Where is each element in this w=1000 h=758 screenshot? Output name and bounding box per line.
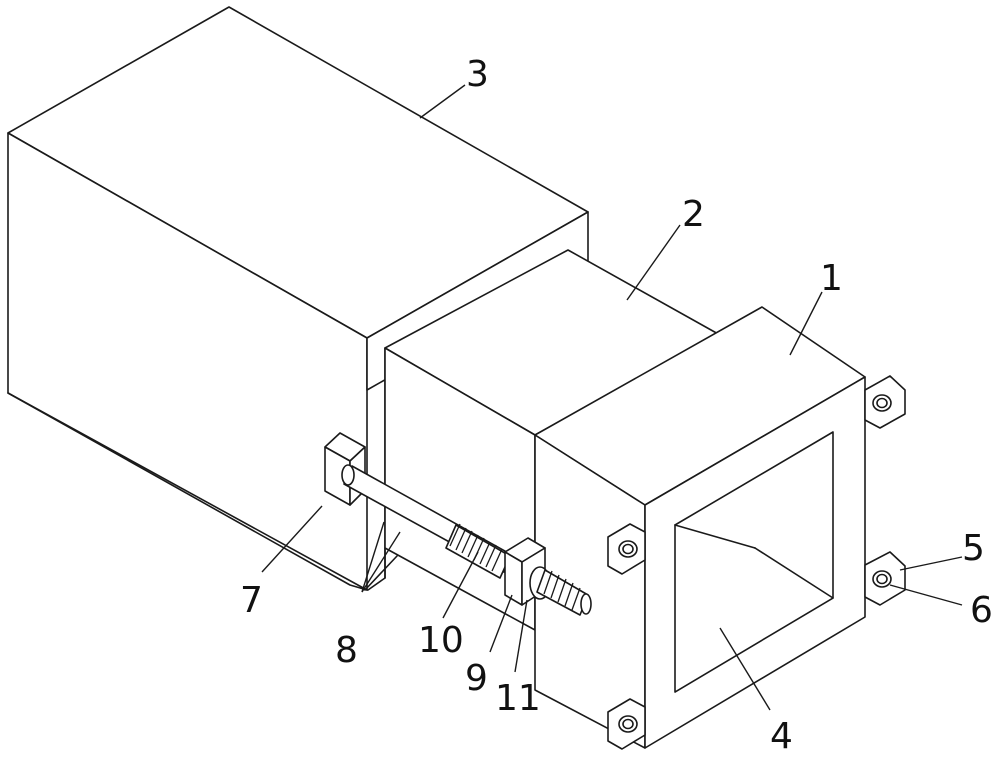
lug-left-lower: [607, 698, 646, 750]
callout-2: 2: [682, 194, 705, 235]
lug-left-upper: [607, 523, 646, 575]
callout-9: 9: [465, 658, 488, 699]
threaded-end-11: [529, 566, 592, 616]
leader-lines: [261, 84, 963, 711]
threaded-section-10: [445, 523, 511, 579]
lug-bottom-right: [864, 551, 906, 606]
callout-5: 5: [962, 528, 985, 569]
callout-4: 4: [770, 716, 793, 757]
callout-6: 6: [970, 590, 993, 631]
callout-3: 3: [466, 54, 489, 95]
callout-7: 7: [240, 580, 263, 621]
callout-8: 8: [335, 630, 358, 671]
front-box: [534, 306, 866, 749]
lug-top-right: [864, 375, 906, 429]
callout-11: 11: [495, 678, 541, 719]
callout-10: 10: [418, 620, 464, 661]
callout-1: 1: [820, 258, 843, 299]
callouts: 3 2 1 5 6 7 8 10 9 11 4: [240, 54, 993, 757]
